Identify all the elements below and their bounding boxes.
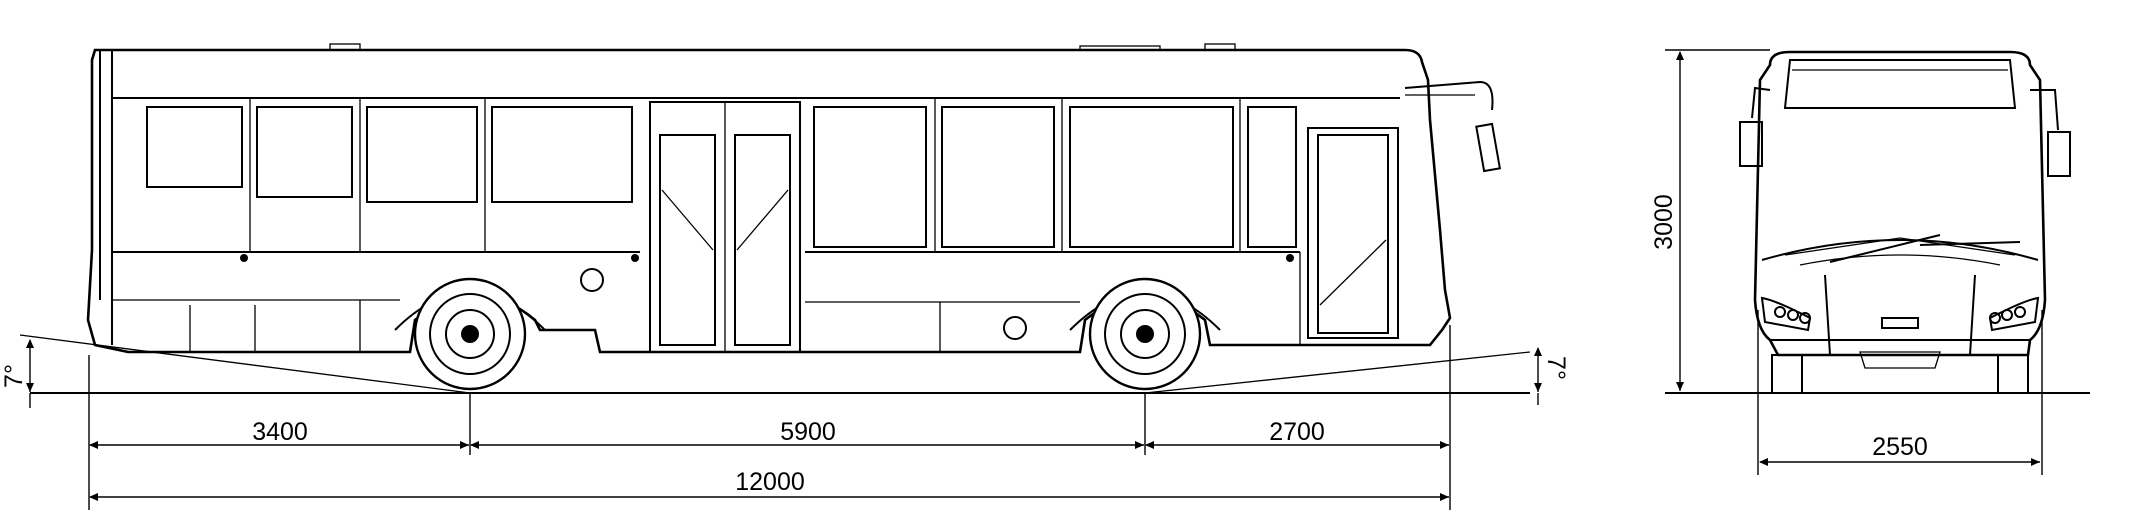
rear-wheel <box>394 277 546 391</box>
dimension-front-overhang: 3400 <box>252 418 308 446</box>
departure-angle-label: 7° <box>0 364 28 388</box>
dimension-height: 3000 <box>1650 194 1678 250</box>
front-right-tire <box>1997 354 2029 394</box>
right-headlight <box>1988 296 2040 332</box>
front-left-tire <box>1771 354 1803 394</box>
side-mirror <box>1404 80 1502 173</box>
window-1 <box>146 106 243 188</box>
window-5 <box>813 106 927 248</box>
window-8 <box>1247 106 1297 248</box>
wiper-right <box>1919 241 2021 246</box>
departure-angle-line <box>19 334 471 394</box>
front-mirror-left <box>1739 86 1771 167</box>
bus-front-view <box>1665 50 2090 394</box>
rear-end <box>99 50 113 345</box>
dimension-overall-length: 12000 <box>735 468 805 496</box>
window-7 <box>1069 106 1234 248</box>
front-wheel <box>1069 277 1221 391</box>
middle-door <box>649 101 801 353</box>
left-headlight <box>1760 296 1812 332</box>
front-mirror-right <box>2030 89 2071 177</box>
bus-body-outline <box>86 48 1452 354</box>
front-logo <box>1881 317 1919 329</box>
dimension-width: 2550 <box>1872 433 1928 461</box>
bus-side-view <box>19 43 1531 394</box>
approach-angle-label: 7° <box>1542 356 1570 380</box>
window-3 <box>366 106 478 203</box>
window-4 <box>491 106 633 203</box>
front-door <box>1307 127 1399 339</box>
window-6 <box>941 106 1055 248</box>
front-view-dimensions: 3000 2550 <box>1650 49 2043 475</box>
fuel-cap-icon-2 <box>1003 316 1027 340</box>
destination-display <box>1783 59 2017 109</box>
dimension-wheelbase: 5900 <box>780 418 836 446</box>
front-body-outline <box>1753 50 2047 357</box>
side-view-dimensions: 3400 5900 2700 12000 7° 7° <box>0 325 1570 510</box>
dimension-rear-overhang: 2700 <box>1269 418 1325 446</box>
window-2 <box>256 106 353 198</box>
approach-angle-line <box>1144 351 1531 394</box>
side-skirt <box>189 252 1301 352</box>
fuel-cap-icon <box>580 268 604 292</box>
wiper-left <box>1829 234 1941 263</box>
